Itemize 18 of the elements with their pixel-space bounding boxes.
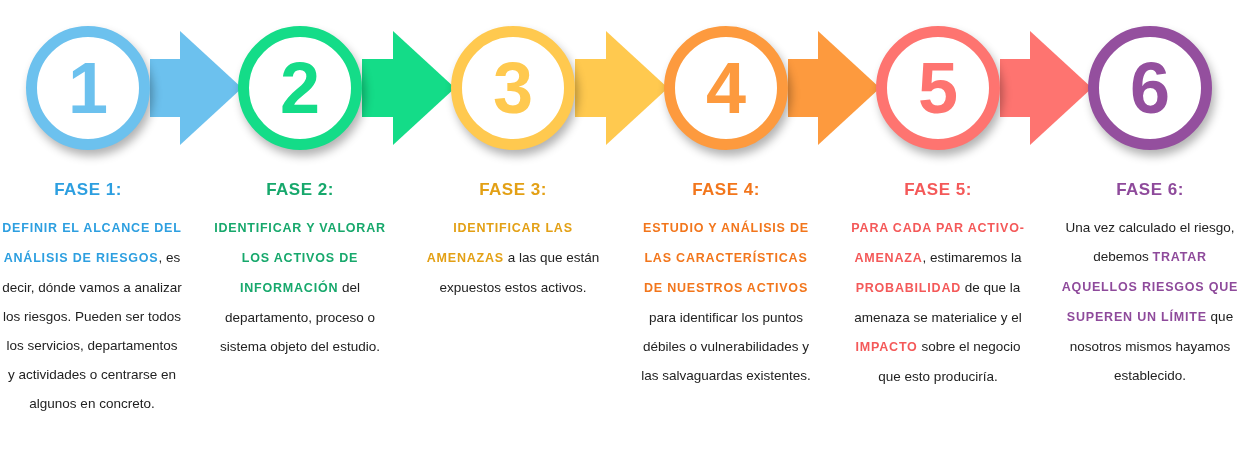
phase-description: PARA CADA PAR ACTIVO-AMENAZA, estimaremos la PROBABILIDAD de que la amenaza se materialice y el IMPACTO sobre el negocio que esto produciría. [850, 220, 1026, 386]
phase-heading: FASE 6: [1115, 180, 1185, 200]
phase-heading: FASE 1: [53, 180, 123, 200]
step-number: 5 [917, 52, 958, 124]
phase-description: IDENTIFICAR Y VALORAR LOS ACTIVOS DE INFORMACIÓN del departamento, proceso o sistema objeto del estudio. [213, 220, 387, 356]
phase-heading: FASE 3: [478, 180, 548, 200]
phase-description: ESTUDIO Y ANÁLISIS DE LAS CARACTERÍSTICAS DE NUESTROS ACTIVOS para identificar los puntos débiles o vulnerabilidades y las salvaguardas existentes. [640, 219, 812, 385]
step-number: 6 [1129, 52, 1170, 124]
phase-heading: FASE 5: [903, 180, 973, 200]
phase-description: Una vez calculado el riesgo, debemos TRATAR AQUELLOS RIESGOS QUE SUPEREN UN LÍMITE que nosotros mismos hayamos establecido. [1060, 219, 1240, 385]
step-number: 4 [705, 52, 746, 124]
step-number: 2 [279, 52, 320, 124]
step-number: 3 [492, 52, 533, 124]
phase-heading: FASE 2: [265, 180, 335, 200]
phase-description: DEFINIR EL ALCANCE DEL ANÁLISIS DE RIESGOS, es decir, dónde vamos a analizar los riesgos. Pueden ser todos los servicios, departamentos y actividades o centrarse en algunos en concreto. [2, 220, 182, 413]
step-number: 1 [67, 52, 108, 124]
phase-description: IDENTIFICAR LAS AMENAZAS a las que están expuestos estos activos. [425, 220, 601, 297]
phase-heading: FASE 4: [691, 180, 761, 200]
